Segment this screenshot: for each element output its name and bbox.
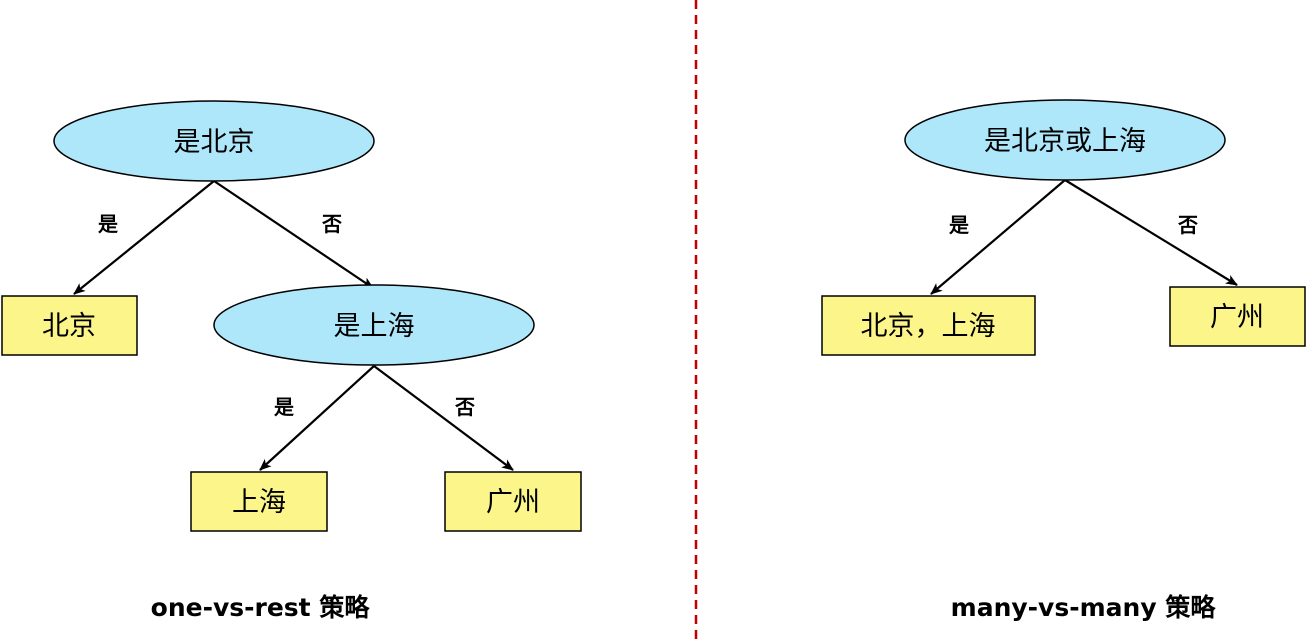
edge-left-root-to-mid xyxy=(213,180,374,289)
leaf-node-left-shanghai: 上海 xyxy=(190,471,328,532)
leaf-node-label: 北京 xyxy=(42,311,96,342)
leaf-node-left-beijing: 北京 xyxy=(1,295,138,356)
edge-label-right-root-yes: 是 xyxy=(948,213,969,237)
edge-left-root-to-beijing xyxy=(73,180,215,295)
edge-label-right-root-no: 否 xyxy=(1177,213,1198,237)
edge-left-mid-to-shanghai xyxy=(259,365,375,471)
decision-node-left-root: 是北京 xyxy=(53,100,375,182)
caption-left: one-vs-rest 策略 xyxy=(151,593,371,622)
leaf-node-label: 广州 xyxy=(1210,302,1264,333)
leaf-node-left-guangzhou: 广州 xyxy=(444,471,582,532)
decision-node-label: 是上海 xyxy=(334,311,415,342)
edge-label-left-root-no: 否 xyxy=(321,212,342,236)
leaf-node-right-guangzhou: 广州 xyxy=(1169,286,1306,347)
edge-left-mid-to-guangzhou xyxy=(373,365,514,471)
leaf-node-label: 广州 xyxy=(486,487,540,518)
caption-right: many-vs-many 策略 xyxy=(951,593,1217,622)
decision-node-label: 是北京 xyxy=(174,127,255,158)
leaf-node-right-bj-sh: 北京，上海 xyxy=(821,295,1036,356)
decision-node-right-root: 是北京或上海 xyxy=(904,99,1226,181)
leaf-node-label: 北京，上海 xyxy=(861,311,996,342)
edge-right-root-to-bj-sh xyxy=(930,179,1066,295)
edge-label-left-mid-yes: 是 xyxy=(273,395,294,419)
edge-label-left-root-yes: 是 xyxy=(97,212,118,236)
leaf-node-label: 上海 xyxy=(232,487,286,518)
decision-node-left-mid: 是上海 xyxy=(213,284,535,366)
edge-label-left-mid-no: 否 xyxy=(454,395,475,419)
edge-right-root-to-guangzhou xyxy=(1064,179,1238,286)
decision-node-label: 是北京或上海 xyxy=(984,126,1146,157)
